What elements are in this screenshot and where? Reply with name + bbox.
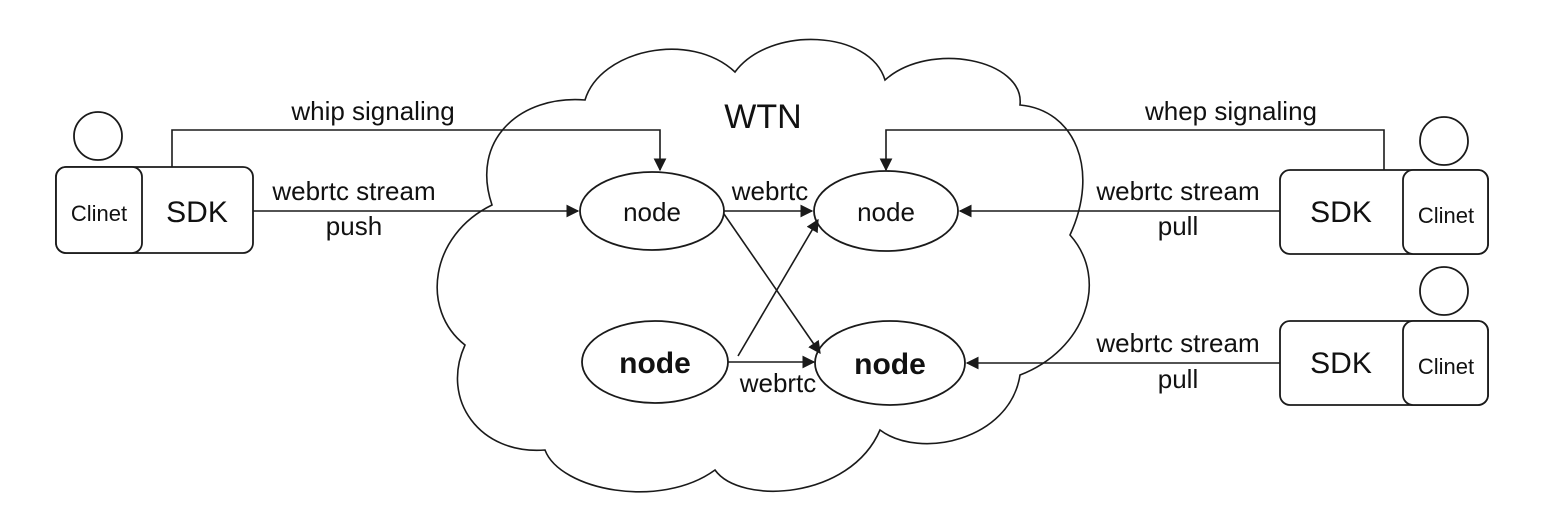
person-icon — [1419, 116, 1469, 166]
client-box — [1402, 320, 1489, 406]
inter-node-bottom-label: webrtc — [739, 368, 817, 398]
push-stream-edge: webrtc stream push — [253, 176, 580, 241]
whip-signaling-label: whip signaling — [290, 96, 454, 126]
pull-stream-2-label-2: pull — [1158, 364, 1198, 394]
whep-signaling-edge: whep signaling — [879, 96, 1385, 172]
client-box — [1402, 169, 1489, 255]
wtn-cloud: WTN — [436, 38, 1091, 493]
whep-signaling-label: whep signaling — [1144, 96, 1317, 126]
svg-text:node: node — [619, 347, 691, 380]
push-stream-label-1: webrtc stream — [271, 176, 435, 206]
client-pull-1: SDK Clinet — [1279, 116, 1489, 255]
client-pull-2: SDK Clinet — [1279, 266, 1489, 406]
client-push: Clinet SDK — [55, 111, 254, 254]
sdk-label: SDK — [1310, 196, 1372, 229]
pull-stream-edge-2: webrtc stream pull — [965, 328, 1280, 394]
svg-text:node: node — [857, 197, 915, 227]
svg-text:node: node — [623, 197, 681, 227]
edge-bl-to-tr — [737, 218, 819, 357]
inter-node-top-label: webrtc — [731, 176, 809, 206]
whip-signaling-edge: whip signaling — [171, 96, 667, 172]
wtn-label: WTN — [724, 98, 801, 136]
pull-stream-edge-1: webrtc stream pull — [958, 176, 1280, 241]
push-stream-label-2: push — [326, 211, 382, 241]
edge-tl-to-br — [723, 213, 821, 355]
client-label: Clinet — [1418, 354, 1474, 379]
node-top-left: node — [579, 171, 725, 251]
svg-text:node: node — [854, 348, 926, 381]
person-icon — [1419, 266, 1469, 316]
client-label: Clinet — [71, 201, 127, 226]
pull-stream-1-label-1: webrtc stream — [1095, 176, 1259, 206]
sdk-label: SDK — [166, 196, 228, 229]
client-box — [55, 166, 143, 254]
sdk-label: SDK — [1310, 347, 1372, 380]
node-bottom-left: node — [581, 320, 729, 404]
node-bottom-right: node — [814, 320, 966, 406]
pull-stream-2-label-1: webrtc stream — [1095, 328, 1259, 358]
pull-stream-1-label-2: pull — [1158, 211, 1198, 241]
inter-node-edges: webrtc webrtc — [723, 176, 821, 398]
client-label: Clinet — [1418, 203, 1474, 228]
node-top-right: node — [813, 170, 959, 252]
person-icon — [73, 111, 123, 161]
